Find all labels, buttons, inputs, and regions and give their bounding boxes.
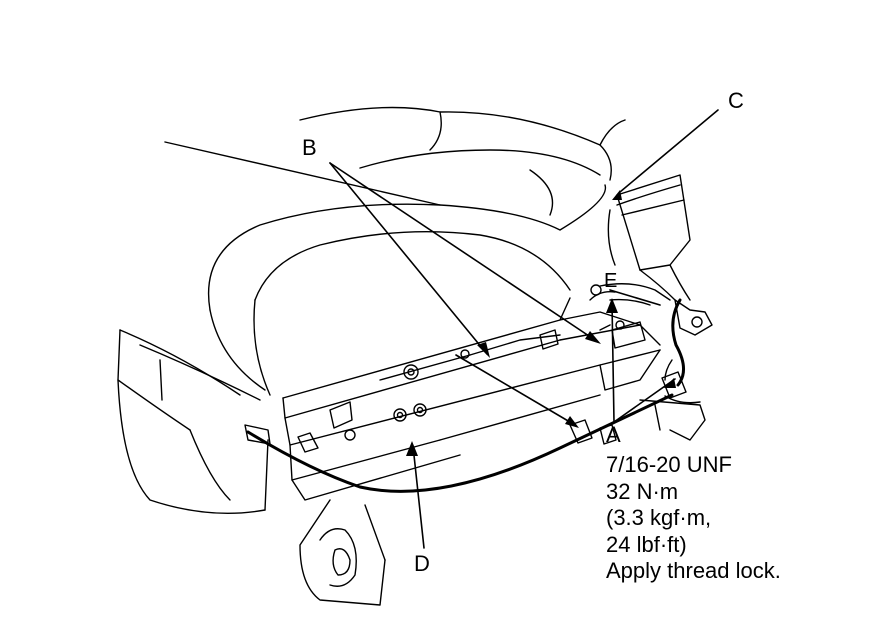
seat-cushion (117, 184, 607, 515)
torque-nm: 32 N·m (606, 478, 679, 504)
buckle-wire-harness (246, 298, 685, 493)
callout-e: E (604, 270, 618, 292)
callout-d: D (414, 551, 430, 576)
thread-spec: 7/16-20 UNF (606, 452, 732, 477)
arrowheads (406, 190, 676, 456)
mounting-bolts (344, 284, 625, 441)
torque-lbf: 24 lbf·ft) (606, 531, 687, 557)
thread-lock-note: Apply thread lock. (606, 558, 781, 583)
callout-b: B (302, 135, 317, 160)
seat-base-bracket (299, 399, 706, 606)
leader-lines (329, 109, 719, 549)
seat-back (164, 106, 626, 216)
wire-clips (244, 359, 701, 453)
torque-kgf: (3.3 kgf·m, (606, 505, 712, 530)
callout-a: A (606, 422, 621, 447)
callout-c: C (728, 88, 744, 113)
torque-spec-block: 7/16-20 UNF 32 N·m (3.3 kgf·m, 24 lbf·ft… (606, 452, 781, 585)
seat-belt-buckle (607, 174, 713, 336)
